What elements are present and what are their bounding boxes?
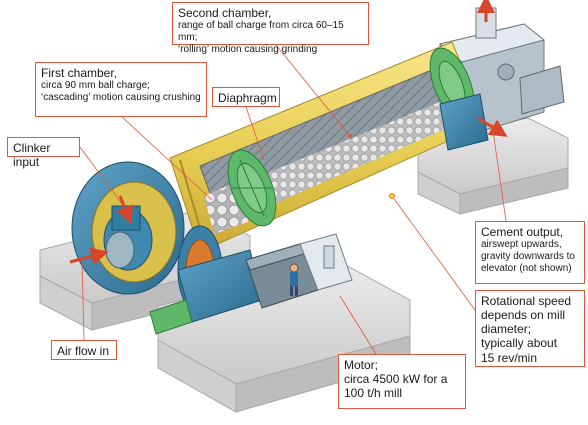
callout-clinker-input: Clinker input: [7, 137, 80, 169]
worker-figure: [289, 263, 299, 296]
leader-dot-second: [348, 134, 352, 138]
gearbox: [149, 249, 263, 335]
callout-first-chamber: First chamber, circa 90 mm ball charge; …: [35, 62, 207, 117]
leader-second-chamber: [275, 44, 351, 137]
clinker-input-arrow: [116, 195, 134, 225]
drive-motor: [245, 233, 353, 309]
rotational-speed-line-5: 15 rev/min: [481, 350, 538, 365]
callout-motor: Motor; circa 4500 kW for a 100 t/h mill: [338, 354, 466, 409]
diaphragm-disc: [227, 149, 277, 227]
mill-inlet-head: [71, 161, 185, 295]
cement-output-line-1: airswept upwards,: [481, 239, 562, 251]
outlet-bearing: [439, 93, 489, 151]
callout-air-flow-in: Air flow in: [51, 340, 117, 360]
leader-diaphragm: [245, 106, 265, 161]
callout-second-chamber: Second chamber, range of ball charge fro…: [172, 2, 369, 55]
cement-output-line-2: gravity downwards to: [481, 250, 575, 262]
air-flow-arrow: [69, 247, 109, 266]
leader-lines: [79, 44, 507, 355]
diaphragm-title: Diaphragm: [218, 91, 277, 105]
clinker-input-title: Clinker input: [13, 141, 51, 170]
cement-output-arrow: [477, 116, 508, 137]
rotational-speed-line-3: diameter;: [481, 322, 532, 337]
first-chamber-title: First chamber,: [41, 66, 118, 80]
leader-clinker-input: [79, 146, 123, 205]
callout-rotational-speed: Rotational speed depends on mill diamete…: [475, 290, 585, 367]
rotational-speed-line-2: depends on mill: [481, 308, 566, 323]
second-chamber-title: Second chamber,: [178, 6, 272, 20]
motor-line-2: circa 4500 kW for a: [344, 372, 448, 387]
leader-dot-speed: [389, 193, 395, 199]
leader-cement-output: [491, 123, 507, 222]
leader-first-chamber: [121, 116, 213, 201]
second-chamber-line-2: ‘rolling’ motion causing grinding: [178, 43, 318, 55]
first-chamber-line-2: ‘cascading’ motion causing crushing: [41, 91, 201, 103]
cement-output-title: Cement output,: [481, 225, 564, 239]
rotational-speed-line-4: typically about: [481, 336, 558, 351]
leader-rotational-speed: [391, 195, 476, 311]
callout-cement-output: Cement output, airswept upwards, gravity…: [475, 221, 585, 284]
leader-air-flow: [81, 261, 85, 341]
rotational-speed-line-1: Rotational speed: [481, 294, 572, 308]
leader-motor: [339, 295, 377, 355]
callout-diaphragm: Diaphragm: [212, 87, 280, 107]
motor-line-3: 100 t/h mill: [344, 386, 403, 401]
cement-output-line-3: elevator (not shown): [481, 262, 572, 274]
first-chamber-line-1: circa 90 mm ball charge;: [41, 80, 150, 92]
air-flow-title: Air flow in: [57, 344, 110, 358]
second-chamber-line-1: range of ball charge from circa 60–15 mm…: [178, 20, 344, 43]
motor-line-1: Motor;: [344, 358, 379, 372]
